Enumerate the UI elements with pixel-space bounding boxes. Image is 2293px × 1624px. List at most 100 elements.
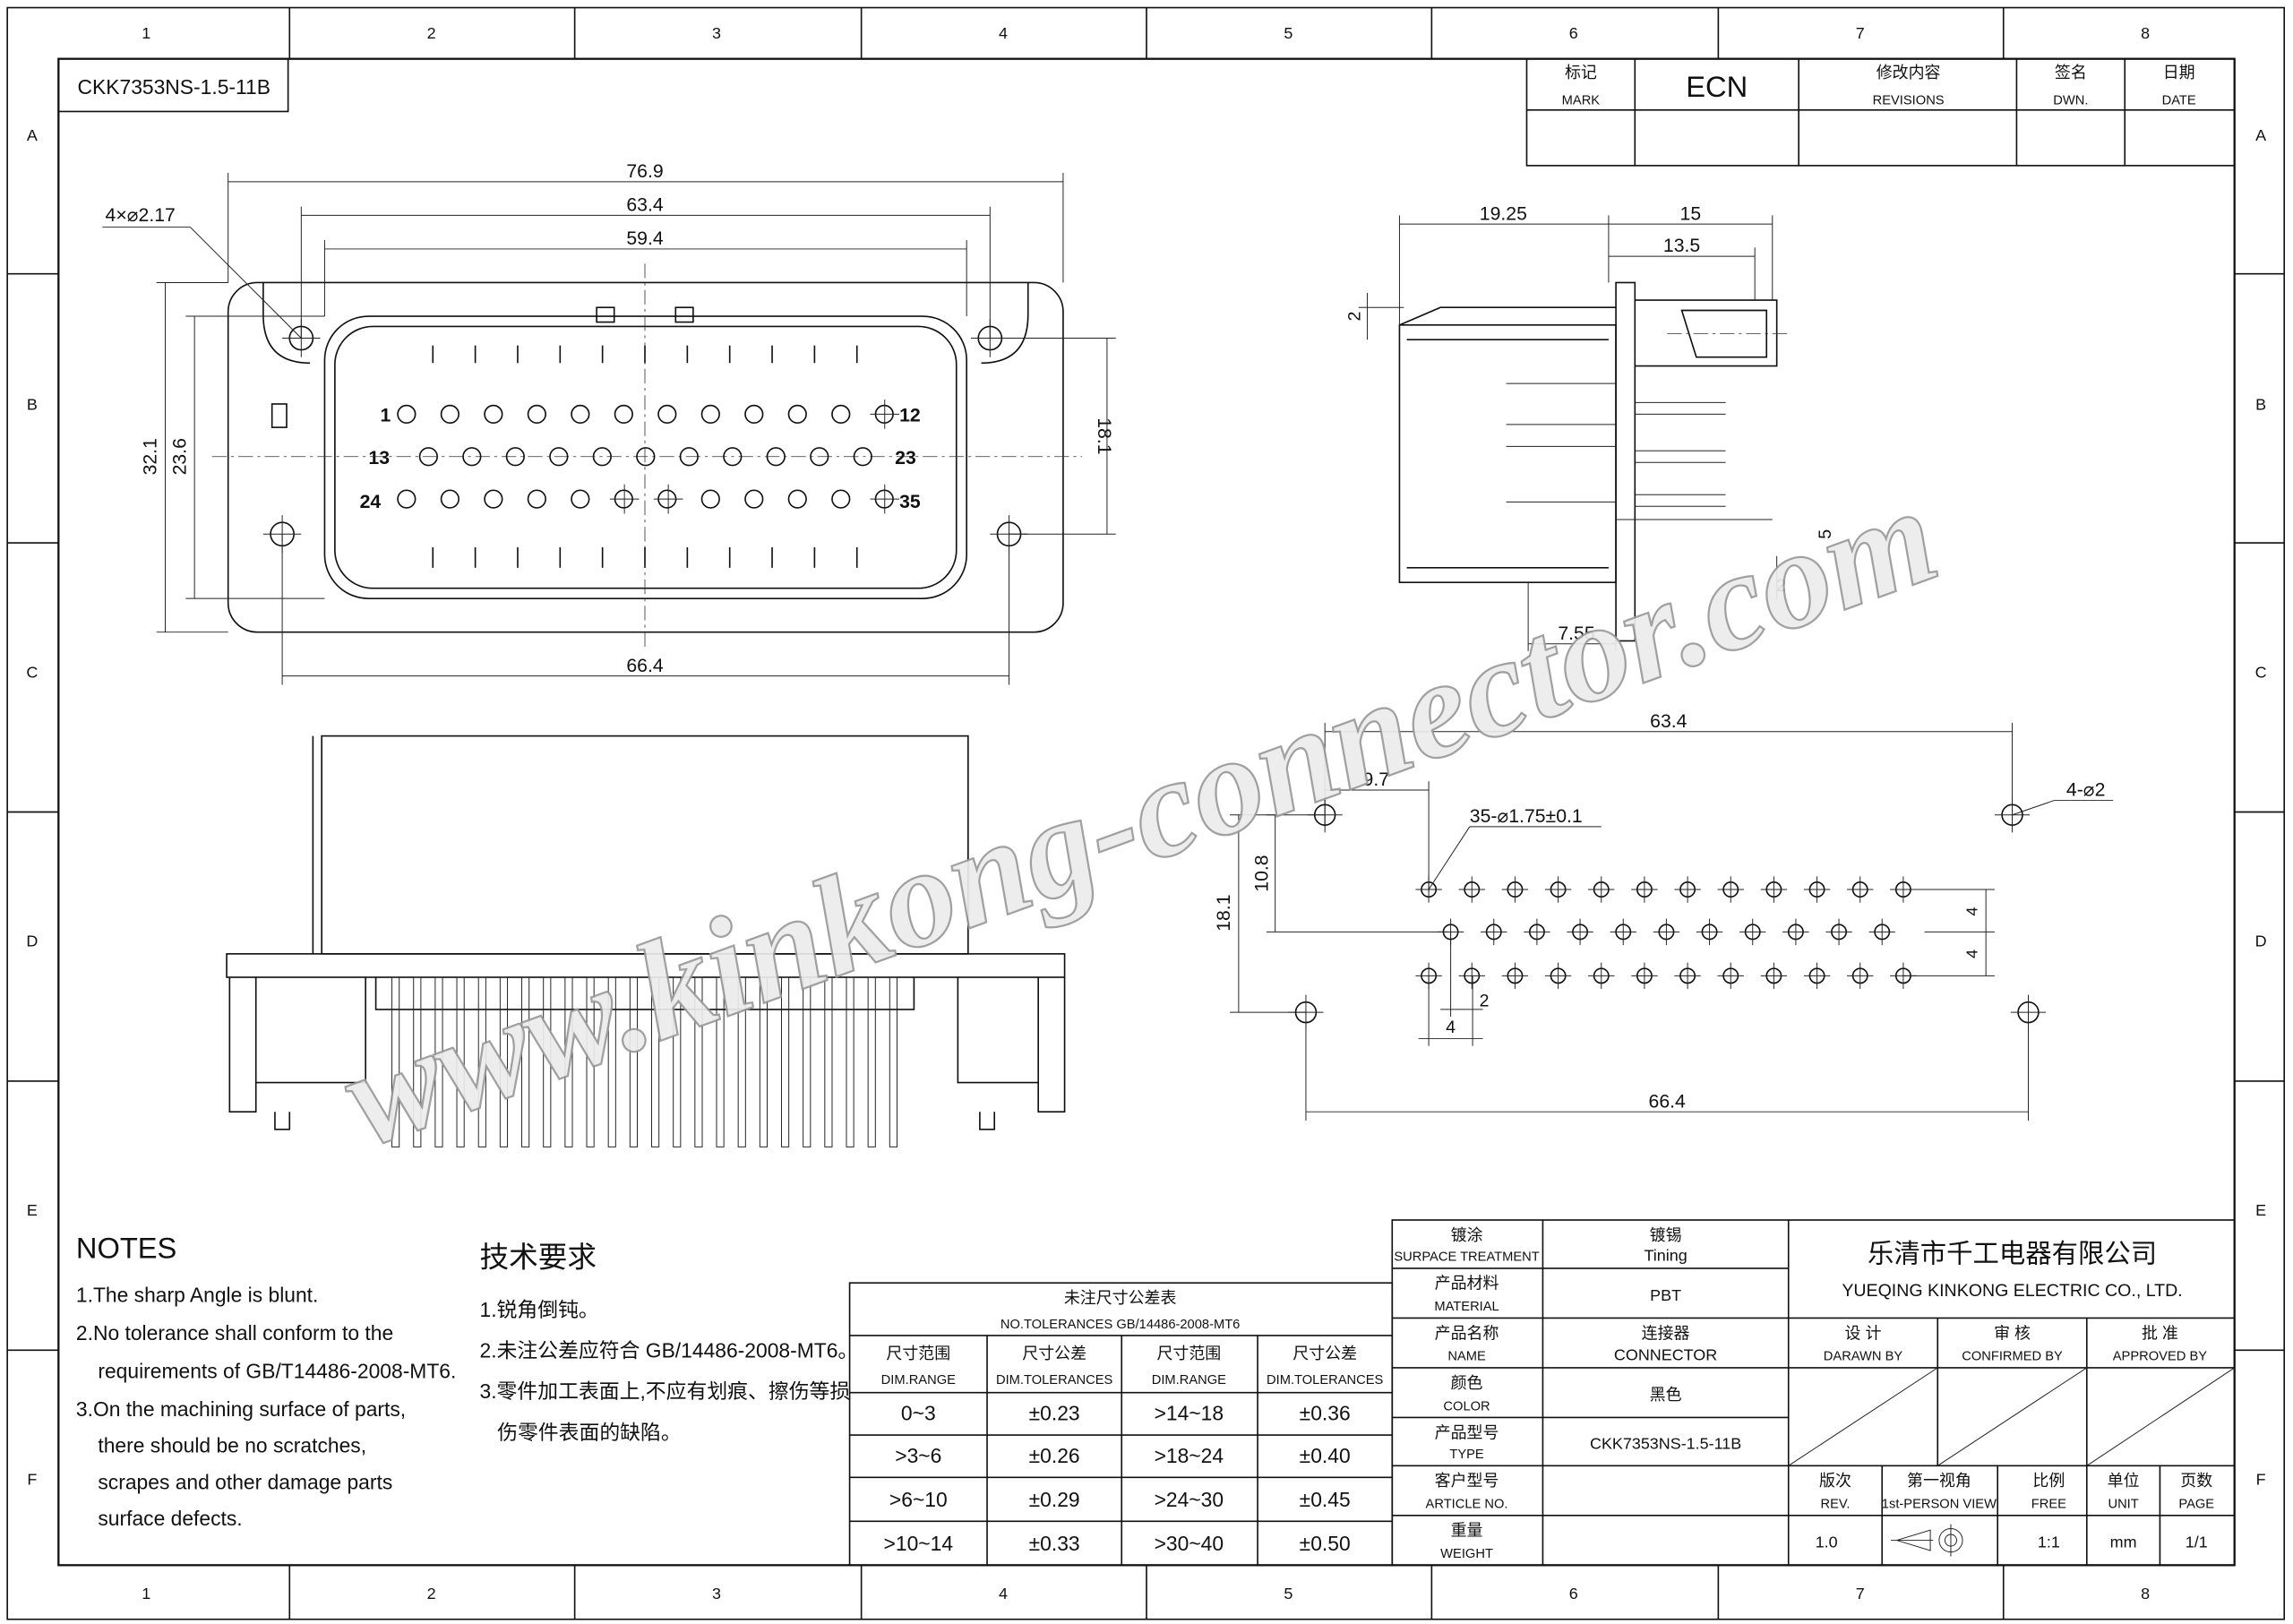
pin-crosshair (609, 484, 640, 514)
pin-crosshair (870, 484, 900, 514)
hole-centerline (1544, 876, 1572, 903)
rev-header-mark-cn: 标记 (1565, 64, 1597, 82)
grid-row-label: A (2255, 126, 2266, 144)
pcb-dim-18-1: 18.1 (1214, 894, 1234, 931)
hole-centerline (1696, 918, 1723, 946)
tolerance-header-cn: 尺寸范围 (886, 1345, 950, 1362)
dim-63-4: 63.4 (626, 194, 663, 215)
pin-cavity (831, 489, 851, 509)
grid-column-label: 6 (1569, 1585, 1578, 1603)
approval-label: APPROVED BY (2113, 1350, 2207, 1364)
hole-centerline (1481, 918, 1507, 946)
pin-tail (824, 976, 833, 1147)
dim-2-side: 2 (1776, 576, 1786, 596)
tech-line: 1.锐角倒钝。 (480, 1298, 599, 1321)
hole-centerline (1868, 918, 1895, 946)
meta-header-cn: 比例 (2032, 1472, 2065, 1490)
pcb-dim-66-4: 66.4 (1649, 1091, 1686, 1112)
pin-tail (564, 976, 573, 1147)
field-label: MATERIAL (1434, 1300, 1499, 1314)
tolerance-cell: ±0.50 (1300, 1532, 1351, 1555)
meta-header-cn: 版次 (1819, 1472, 1851, 1490)
grid-column-label: 2 (427, 1585, 436, 1603)
tolerance-cell: ±0.40 (1300, 1444, 1351, 1467)
dim-5: 5 (1816, 529, 1835, 539)
tech-requirements: 技术要求 1.锐角倒钝。 2.未注公差应符合 GB/14486-2008-MT6… (480, 1240, 859, 1444)
field-value: CONNECTOR (1614, 1346, 1717, 1364)
note-line: surface defects. (98, 1507, 242, 1530)
grid-column-label: 1 (142, 1585, 150, 1603)
pin-tail (694, 976, 703, 1147)
hole-centerline (1803, 962, 1831, 990)
tolerance-table: 未注尺寸公差表 NO.TOLERANCES GB/14486-2008-MT6 … (848, 1282, 1394, 1567)
rev-header-dwn: DWN. (2053, 93, 2088, 107)
pin-tail (759, 976, 768, 1147)
field-value: 黑色 (1650, 1386, 1682, 1404)
pin-cavity (592, 447, 612, 467)
grid-column-label: 3 (712, 24, 721, 42)
note-line: requirements of GB/T14486-2008-MT6. (98, 1359, 456, 1382)
pcb-hole-note: 4-⌀2 (2066, 780, 2105, 801)
flange-contour (262, 282, 311, 365)
meta-header-cn: 页数 (2180, 1472, 2212, 1490)
hole-centerline (1588, 876, 1615, 903)
tolerance-title-cn: 未注尺寸公差表 (1064, 1289, 1177, 1307)
hole-centerline (1501, 962, 1529, 990)
pin-cavity (700, 404, 720, 425)
pin-cavity (766, 447, 786, 467)
pin-label-24: 24 (360, 492, 382, 512)
field-value-cn: 连接器 (1642, 1324, 1690, 1342)
rev-header-dwn-cn: 签名 (2055, 64, 2087, 82)
approval-label-cn: 设 计 (1845, 1324, 1882, 1342)
hole-centerline (1674, 876, 1701, 903)
rev-header-date-cn: 日期 (2163, 64, 2195, 82)
field-label: NAME (1447, 1350, 1486, 1364)
grid-column-label: 2 (427, 24, 436, 42)
pin-crosshair (653, 484, 683, 514)
scale-value: 1:1 (2038, 1534, 2060, 1551)
meta-header: UNIT (2108, 1498, 2138, 1512)
note-line: 1.The sharp Angle is blunt. (76, 1283, 319, 1306)
tolerance-cell: >10~14 (884, 1532, 954, 1555)
pin-tail (521, 976, 530, 1147)
hole-centerline (1588, 962, 1615, 990)
hole-centerline (1524, 918, 1550, 946)
grid-row-label: D (2255, 932, 2267, 950)
tolerance-header: DIM.RANGE (1152, 1373, 1226, 1388)
grid-column-label: 7 (1856, 24, 1865, 42)
rev-header-revisions-cn: 修改内容 (1876, 64, 1941, 82)
grid-column-label: 5 (1284, 24, 1292, 42)
approval-label-cn: 批 准 (2142, 1324, 2178, 1342)
grid-row-label: F (27, 1471, 37, 1489)
tolerance-cell: >3~6 (895, 1444, 941, 1467)
grid-row-label: E (2255, 1201, 2266, 1219)
hole-centerline (1674, 962, 1701, 990)
dim-23-6: 23.6 (169, 438, 190, 475)
meta-header: REV. (1821, 1498, 1851, 1512)
hole-centerline (1631, 876, 1658, 903)
rev-header-mark: MARK (1562, 93, 1601, 107)
watermark: www.kinkong-connector.com (323, 455, 1954, 1176)
pin-cavity (440, 404, 459, 425)
pcb-dim-4-a: 4 (1962, 907, 1980, 916)
meta-header: FREE (2031, 1498, 2066, 1512)
pcb-dim-4-b: 4 (1962, 949, 1980, 958)
part-number: CKK7353NS-1.5-11B (78, 75, 271, 99)
hole-note-4x2-17: 4×⌀2.17 (106, 205, 176, 226)
field-label-cn: 产品名称 (1435, 1324, 1499, 1342)
company-name: YUEQING KINKONG ELECTRIC CO., LTD. (1842, 1281, 2182, 1301)
pin-tail (413, 976, 422, 1147)
pin-tail (737, 976, 746, 1147)
pin-tail (846, 976, 855, 1147)
tolerance-cell: >18~24 (1155, 1444, 1224, 1467)
field-label: TYPE (1449, 1448, 1484, 1462)
pcb-layout: 63.4 9.7 35-⌀1.75±0.1 4-⌀2 10.8 18.1 4 4… (1214, 711, 2114, 1121)
hole-centerline (1458, 962, 1485, 990)
pin-cavity (787, 404, 807, 425)
page-value: 1/1 (2186, 1534, 2208, 1551)
meta-header: 1st-PERSON VIEW (1882, 1498, 1997, 1512)
approval-label-cn: 审 核 (1994, 1324, 2031, 1342)
tolerance-cell: >6~10 (889, 1488, 948, 1511)
bottom-view (226, 735, 1066, 1147)
